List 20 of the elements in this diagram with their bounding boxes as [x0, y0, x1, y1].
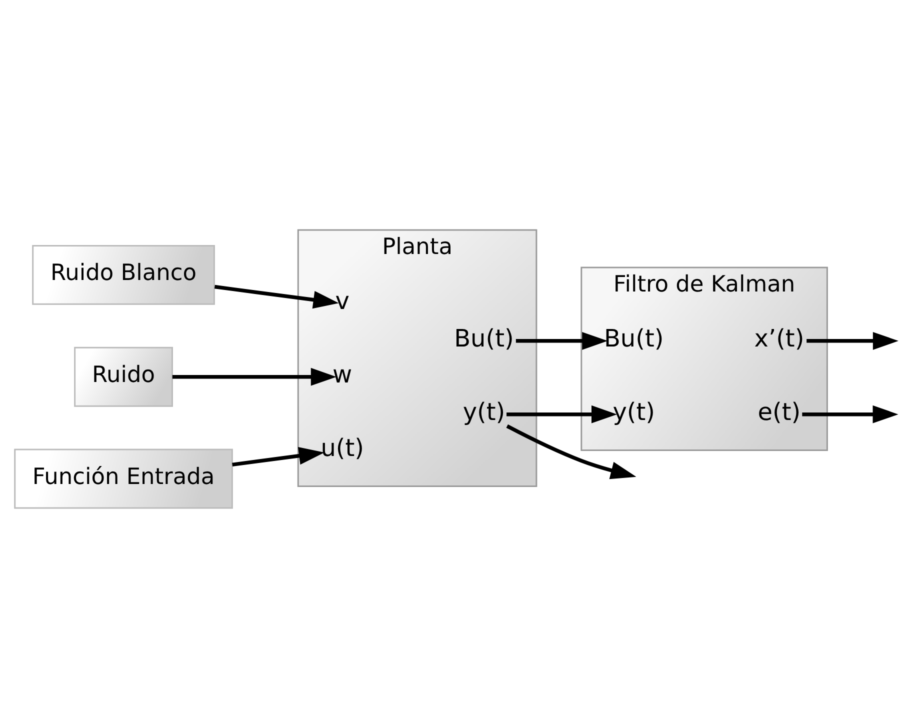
node-box: Ruido Blanco — [32, 244, 215, 304]
node-text: y(t) — [462, 398, 506, 426]
node-text: v — [335, 286, 350, 315]
arrow — [516, 331, 608, 350]
node-text: y(t) — [612, 398, 655, 426]
arrow — [802, 404, 898, 423]
node-text: Bu(t) — [454, 324, 514, 352]
node-box: Ruido — [74, 346, 173, 406]
node-text: Bu(t) — [604, 324, 664, 352]
arrow — [214, 284, 339, 308]
node-text: x’(t) — [754, 324, 804, 352]
arrow — [506, 424, 636, 479]
arrow — [806, 331, 898, 350]
arrow — [506, 404, 618, 423]
arrow — [232, 446, 324, 466]
node-box: Función Entrada — [14, 448, 233, 508]
node-text: u(t) — [320, 434, 364, 462]
node-text: e(t) — [758, 398, 801, 426]
arrow — [172, 367, 336, 386]
node-text: w — [332, 360, 352, 388]
